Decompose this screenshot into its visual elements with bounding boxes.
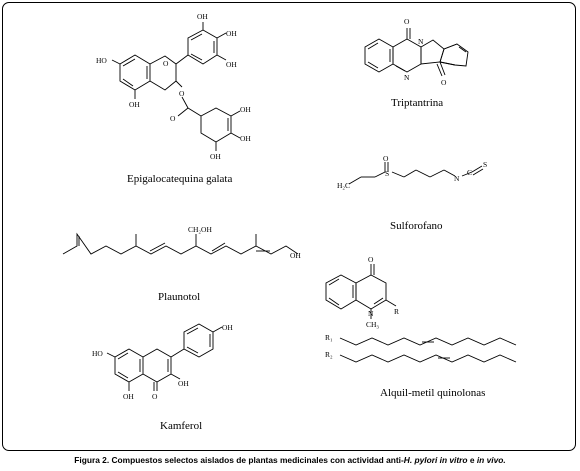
egcg-ho-left: HO	[96, 56, 107, 65]
quin-n: N	[368, 309, 374, 318]
egcg-oh-right2: OH	[226, 60, 237, 69]
caption-italic-hpylori: H. pylori in vitro	[403, 455, 468, 465]
egcg-galloyl-oh3: OH	[210, 152, 221, 161]
quin-ch3: CH₃	[366, 320, 379, 329]
tryp-n-bottom: N	[404, 73, 410, 82]
kaem-oh-bottom: OH	[123, 392, 134, 401]
kaem-ho-left: HO	[92, 349, 103, 358]
tryp-n-top: N	[418, 37, 424, 46]
kaem-oh-top: OH	[222, 323, 233, 332]
sulfo-s: S	[385, 169, 389, 178]
label-plaunotol: Plaunotol	[158, 291, 201, 303]
caption-text: Compuestos selectos aislados de plantas …	[111, 455, 404, 465]
quin-o: O	[368, 255, 374, 264]
caption-italic-invivo: in vivo.	[476, 455, 506, 465]
quin-r: R	[394, 307, 399, 316]
structure-plaunotol	[62, 232, 299, 255]
sulfo-terminal-s: S	[483, 160, 487, 169]
egcg-galloyl-oh2: OH	[240, 134, 251, 143]
label-kamferol: Kamferol	[160, 420, 203, 432]
plaunotol-oh: OH	[290, 251, 301, 260]
structure-epigalocatequina-galata	[111, 22, 241, 151]
tryp-o-bottom: O	[441, 78, 447, 87]
tryp-o-top: O	[404, 17, 410, 26]
egcg-oh-right1: OH	[226, 29, 237, 38]
label-sulforofano: Sulforofano	[390, 220, 443, 232]
sulfo-n: N	[454, 174, 460, 183]
label-alquil-metil-quinolonas: Alquil-metil quinolonas	[380, 387, 486, 399]
quin-r2: R₂	[325, 350, 333, 359]
structure-alquil-metil-quinolonas	[325, 264, 517, 363]
label-triptantrina: Triptantrina	[391, 97, 444, 109]
kaem-oh-right: OH	[178, 379, 189, 388]
egcg-oh-bottom: OH	[129, 100, 140, 109]
caption-mid: e	[467, 455, 477, 465]
structure-triptantrina	[364, 28, 469, 77]
egcg-oh-top: OH	[197, 12, 208, 21]
quin-r1: R₁	[325, 333, 333, 342]
egcg-carbonyl-o: O	[170, 114, 176, 123]
egcg-ring-o: O	[163, 59, 169, 68]
sulfo-c: C	[467, 168, 472, 177]
label-epigalocatequina-galata: Epigalocatequina galata	[127, 173, 233, 185]
egcg-galloyl-oh1: OH	[240, 105, 251, 114]
caption-label: Figura 2.	[74, 455, 110, 465]
sulfo-o: O	[383, 154, 389, 163]
figure-caption: Figura 2. Compuestos selectos aislados d…	[0, 455, 580, 465]
plaunotol-ch2oh: CH₂OH	[188, 225, 212, 234]
structure-kamferol	[106, 323, 223, 391]
sulfo-h2c: H₂C	[337, 181, 350, 190]
figure-frame	[2, 2, 576, 451]
egcg-ester-o: O	[179, 89, 185, 98]
structure-sulforofano	[348, 162, 484, 185]
kaem-o-bottom: O	[152, 392, 158, 401]
